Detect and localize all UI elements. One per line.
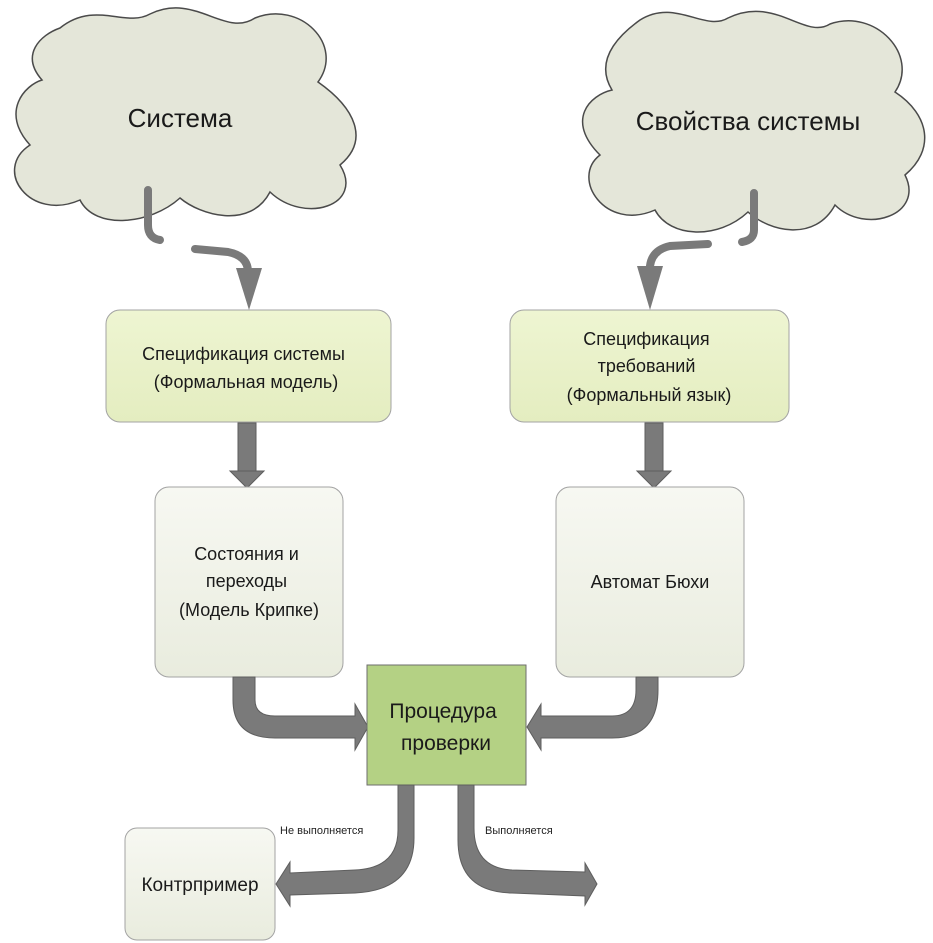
box-counterexample: [124, 827, 276, 941]
box-states-line3: (Модель Крипке): [179, 600, 319, 620]
box-requirements-spec-line3: (Формальный язык): [567, 385, 732, 405]
box-procedure-line1: Процедура: [389, 700, 497, 723]
arrow-reqspec-to-buchi-shaft: [644, 422, 664, 474]
arrow-states-to-procedure: [232, 676, 369, 752]
edge-label-satisfied: Выполняется: [485, 825, 553, 837]
cloud-properties-label: Свойства системы: [636, 106, 861, 136]
arrow-spec-to-states-shaft: [237, 422, 257, 474]
svg-text:Процедура проверки: Процедура проверки: [389, 700, 502, 755]
cloud-system-label: Система: [128, 103, 233, 133]
arrowhead-system-spec: [236, 268, 262, 310]
box-system-spec: [105, 309, 392, 423]
box-states-line1: Состояния и: [194, 544, 299, 564]
svg-text:Спецификация требований: Спецификация требований (Формальный язык…: [567, 329, 732, 405]
arrowhead-spec-to-states: [228, 470, 266, 489]
arrow-properties-to-reqspec: [646, 189, 758, 270]
arrow-procedure-to-counterexample: [275, 784, 415, 908]
box-system-spec-line1: Спецификация системы: [142, 344, 345, 364]
box-system-spec-line2: (Формальная модель): [154, 372, 338, 392]
arrow-buchi-to-procedure: [526, 676, 659, 752]
box-procedure-line2: проверки: [401, 732, 491, 755]
edge-label-not-satisfied: Не выполняется: [280, 825, 363, 837]
box-states-line2: переходы: [206, 571, 287, 591]
svg-text:Состояния и переходы (: Состояния и переходы (Модель Крипке): [179, 544, 319, 620]
cloud-system: [13, 7, 357, 222]
arrowhead-reqspec-to-buchi: [635, 470, 673, 489]
box-counterexample-label: Контрпример: [141, 875, 258, 896]
arrowhead-properties-reqspec: [637, 266, 663, 310]
svg-text:Спецификация системы (Форм: Спецификация системы (Формальная модель): [142, 344, 350, 392]
arrow-procedure-satisfied: [457, 784, 598, 907]
box-buchi-label: Автомат Бюхи: [591, 572, 710, 592]
box-procedure: [366, 664, 527, 786]
cloud-properties: [581, 10, 926, 233]
box-requirements-spec: [509, 309, 790, 423]
box-requirements-spec-line1: Спецификация: [583, 329, 709, 349]
box-requirements-spec-line2: требований: [598, 356, 696, 376]
